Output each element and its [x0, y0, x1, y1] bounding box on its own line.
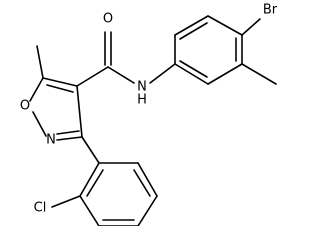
- bond-clphenyl-6-1-inner: [86, 169, 104, 197]
- bond-isoxazole-c5-o: [29, 77, 44, 102]
- bond-isoxazole-n-c3-a: [56, 136, 83, 141]
- atom-oxygen-carbonyl: O: [103, 12, 113, 27]
- bond-ring-to-chlorophenyl: [81, 136, 100, 164]
- bond-isoxazole-c3-c4: [76, 85, 83, 138]
- chemical-structure-diagram: O N H Br O N Cl: [20, 3, 278, 226]
- bond-clphenyl-2-3-inner: [133, 169, 151, 197]
- atom-oxygen-ring: O: [20, 99, 30, 114]
- bond-carbonyl-nitrogen: [107, 66, 135, 84]
- bond-aryl-5-6: [207, 63, 243, 85]
- atom-nitrogen-amide: N: [137, 80, 147, 95]
- bond-aryl-bromine: [241, 18, 261, 36]
- atom-bromine: Br: [263, 3, 278, 18]
- bond-clphenyl-3-4: [137, 195, 158, 226]
- bond-clphenyl-5-6: [79, 195, 100, 226]
- bond-isoxazole-o-n: [32, 111, 47, 137]
- bond-clphenyl-chlorine: [51, 195, 81, 208]
- bond-aryl-3-4: [207, 15, 243, 36]
- bond-aryl-2-3: [174, 15, 209, 36]
- bond-aryl-methyl: [241, 63, 277, 85]
- atom-hydrogen-amide: H: [137, 93, 147, 108]
- bond-aryl-2-3-inner: [179, 22, 208, 40]
- bond-isoxazole-c4-c5: [42, 77, 78, 87]
- bond-nitrogen-aryl: [149, 63, 176, 84]
- atom-labels: O N H Br O N Cl: [20, 3, 278, 216]
- bond-clphenyl-6-1: [79, 162, 100, 197]
- bond-aryl-6-1: [174, 63, 209, 85]
- bond-carbonyl-ring: [76, 66, 109, 87]
- bond-isoxazole-methyl: [36, 45, 44, 79]
- bonds: [29, 15, 277, 226]
- bond-aryl-6-1-inner: [179, 60, 208, 78]
- atom-chlorine: Cl: [34, 201, 47, 216]
- bond-isoxazole-c4-c5-inner: [46, 84, 74, 93]
- bond-clphenyl-2-3: [137, 162, 158, 197]
- atom-nitrogen-ring: N: [46, 133, 56, 148]
- bond-isoxazole-n-c3-b: [56, 130, 80, 135]
